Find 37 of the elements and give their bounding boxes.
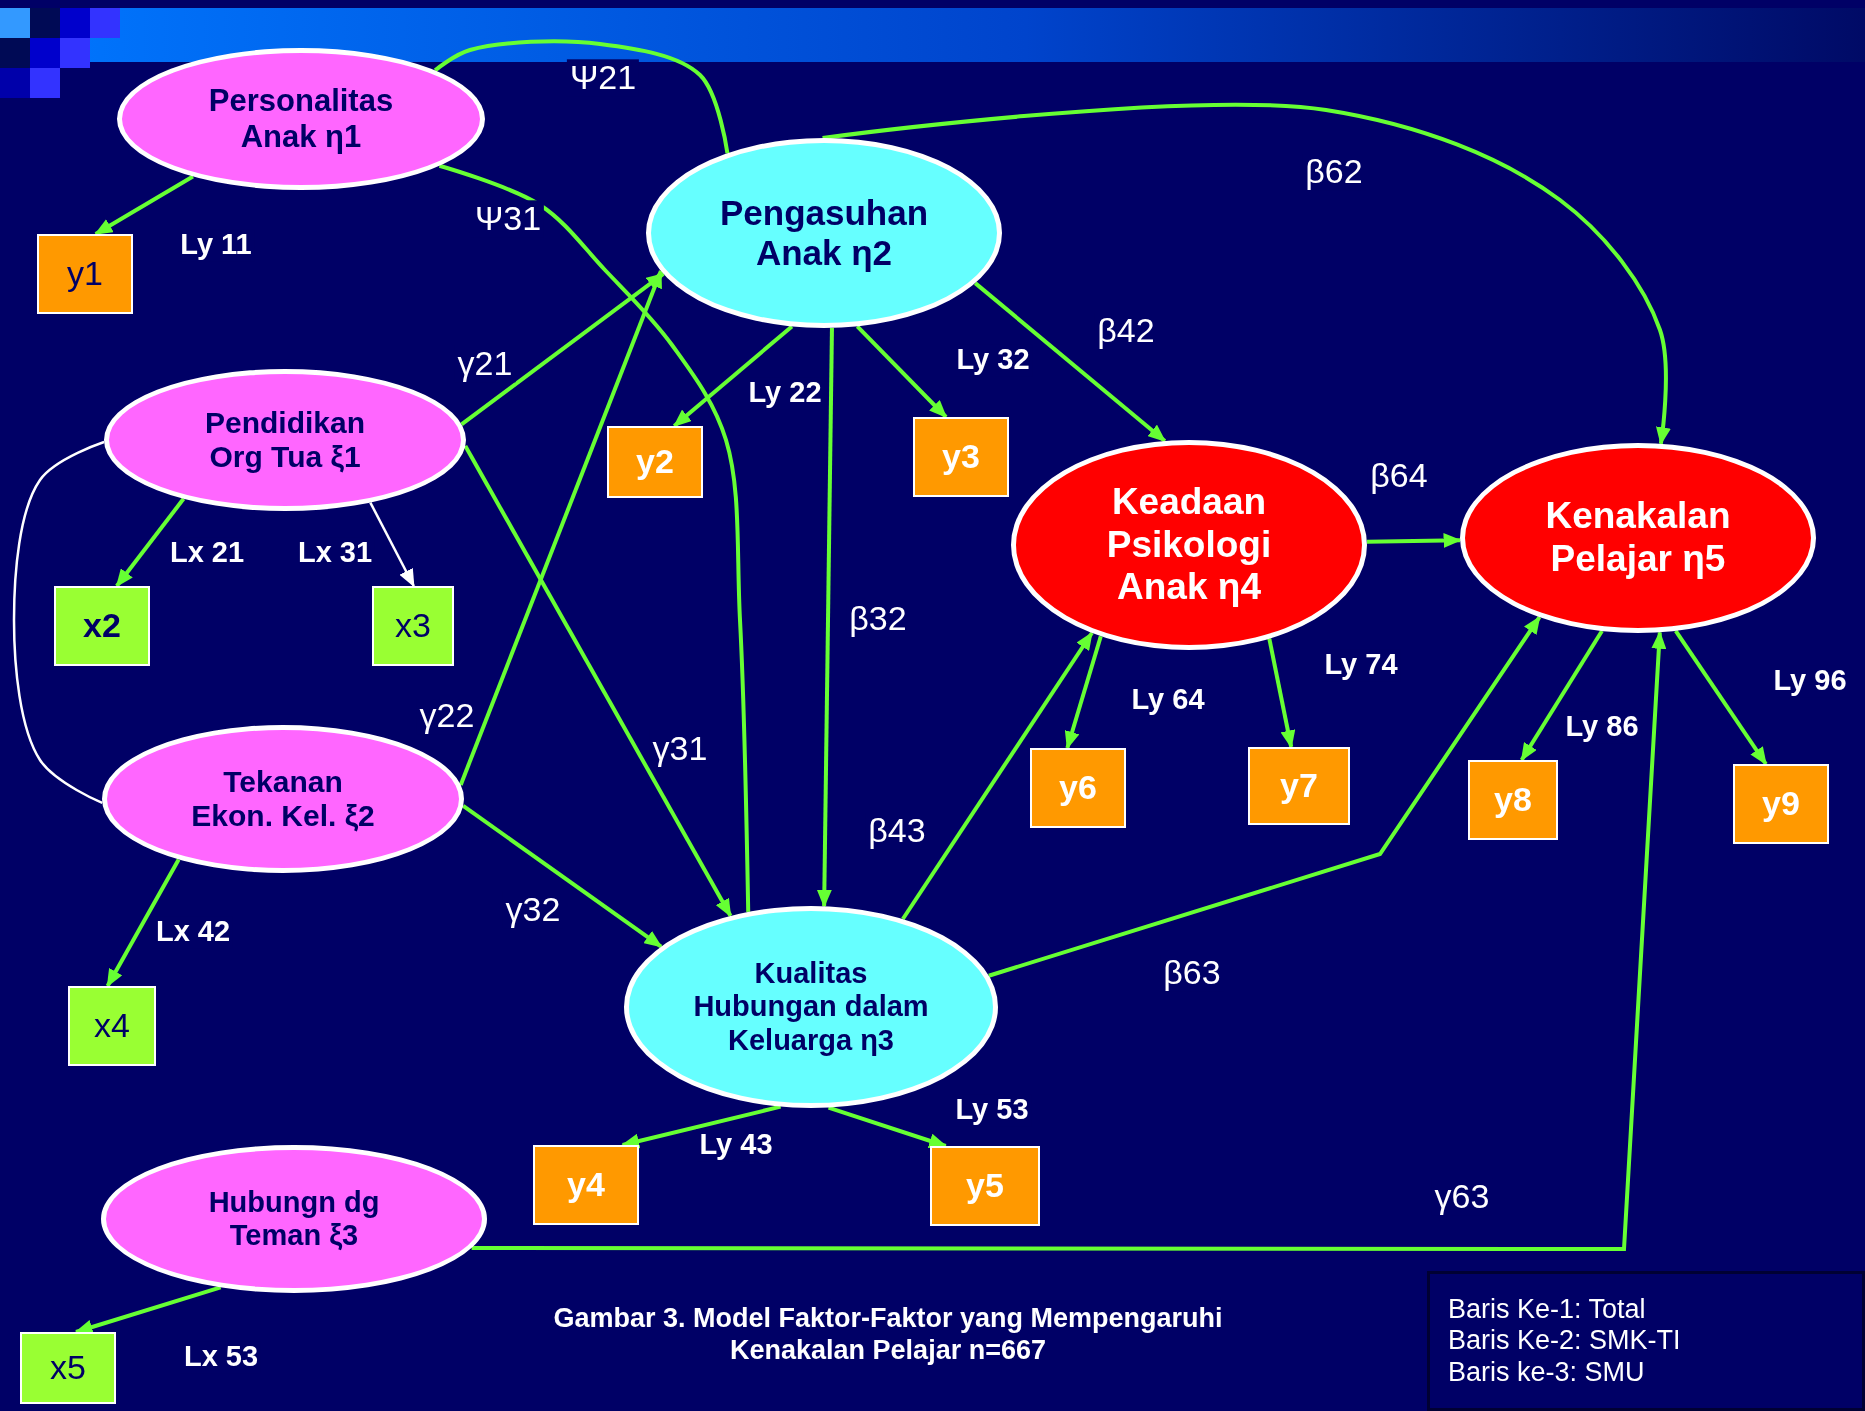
indicator-box: y2 <box>607 426 703 498</box>
latent-variable-ellipse: Pengasuhan Anak η2 <box>646 138 1002 328</box>
arrow <box>94 174 194 236</box>
indicator-box: y8 <box>1468 760 1558 840</box>
indicator-box: y3 <box>913 417 1009 497</box>
note-line: Baris ke-3: SMU <box>1448 1356 1645 1388</box>
indicator-box: x2 <box>54 586 150 666</box>
arrow <box>816 327 834 908</box>
indicator-box: y9 <box>1733 764 1829 844</box>
latent-variable-ellipse: Keadaan Psikologi Anak η4 <box>1011 440 1367 650</box>
indicator-box: y7 <box>1248 747 1350 825</box>
arrow <box>463 445 733 918</box>
latent-variable-ellipse: Hubungn dg Teman ξ3 <box>101 1145 487 1293</box>
indicator-box: y1 <box>37 234 133 314</box>
arrow <box>74 1285 222 1335</box>
connector-line <box>12 440 105 805</box>
indicator-box: x4 <box>68 986 156 1066</box>
arrow <box>462 804 663 949</box>
indicator-box: y5 <box>930 1146 1040 1226</box>
connector-line <box>433 39 730 154</box>
note-line: Baris Ke-2: SMK-TI <box>1448 1325 1681 1357</box>
indicator-box: y4 <box>533 1145 639 1225</box>
note-box <box>1427 1271 1865 1411</box>
indicator-box: y6 <box>1030 748 1126 828</box>
arrow <box>1267 638 1296 749</box>
arrow <box>1366 533 1462 548</box>
latent-variable-ellipse: Personalitas Anak η1 <box>117 48 485 190</box>
note-line: Baris Ke-1: Total <box>1448 1294 1646 1326</box>
figure-caption: Gambar 3. Model Faktor-Faktor yang Mempengaruhi Kenakalan Pelajar n=667 <box>552 1302 1224 1367</box>
arrow <box>1064 635 1103 750</box>
arrow <box>901 631 1094 921</box>
arrow <box>115 497 186 588</box>
latent-variable-ellipse: Kenakalan Pelajar η5 <box>1460 443 1816 633</box>
arrow <box>105 858 181 988</box>
indicator-box: x3 <box>372 586 454 666</box>
indicator-box: x5 <box>20 1332 116 1404</box>
arrow <box>369 502 415 588</box>
